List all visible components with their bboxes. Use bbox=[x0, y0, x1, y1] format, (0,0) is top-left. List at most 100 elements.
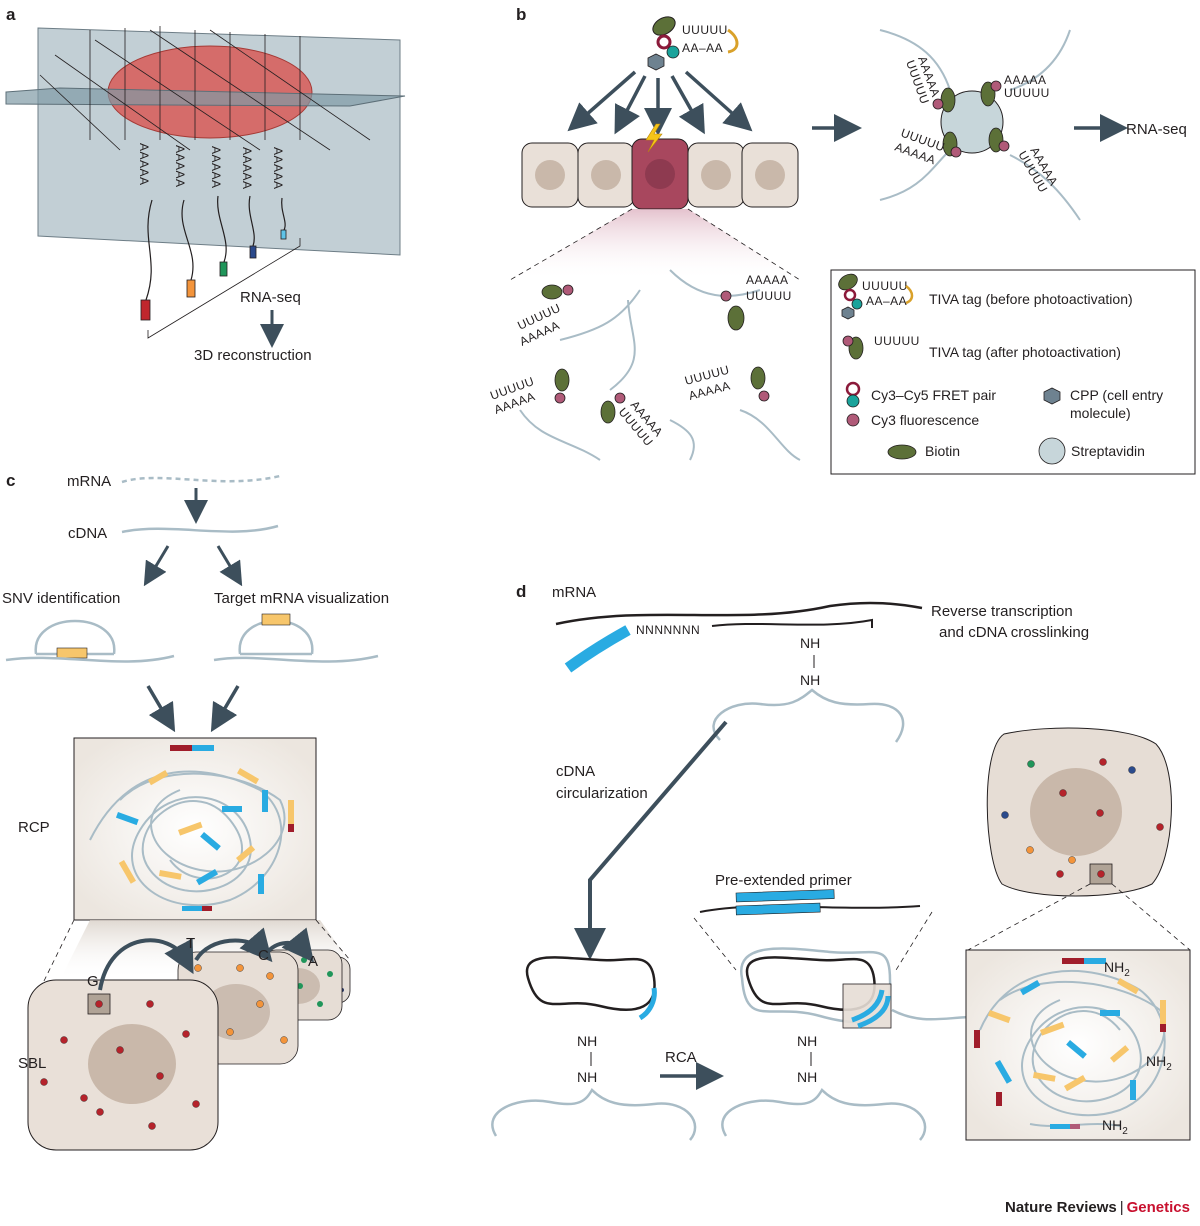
panel-a-letter: a bbox=[6, 5, 16, 24]
barcode-cyan bbox=[280, 229, 287, 240]
tiva-tag-aa: AA–AA bbox=[682, 41, 723, 55]
polya-read-3: AAAAA bbox=[209, 146, 223, 189]
svg-text:AAAAA: AAAAA bbox=[1004, 73, 1047, 87]
legend-tiva-before: TIVA tag (before photoactivation) bbox=[929, 291, 1133, 307]
journal-name: Nature Reviews bbox=[1005, 1199, 1117, 1216]
d-rcp-probes bbox=[974, 958, 1166, 1129]
d-matrix-1 bbox=[712, 688, 905, 743]
d-circular-cdna bbox=[525, 956, 656, 1011]
legend-fret: Cy3–Cy5 FRET pair bbox=[871, 387, 996, 403]
rcp-label: RCP bbox=[18, 819, 50, 836]
tiva-legend: UUUUU AA–AA TIVA tag (before photoactiva… bbox=[830, 269, 1196, 475]
panel-d-letter: d bbox=[516, 582, 526, 601]
polya-read-2: AAAAA bbox=[173, 145, 187, 188]
c-cdna-strand bbox=[121, 524, 279, 534]
panel-a: a AAAAA AAAAA AAAAA AAAAA AAAAA bbox=[5, 5, 406, 364]
svg-text:UUUUU: UUUUU bbox=[746, 289, 792, 303]
legend-streptavidin: Streptavidin bbox=[1071, 443, 1145, 459]
rca-label: RCA bbox=[665, 1049, 697, 1066]
journal-footer: Nature Reviews|Genetics bbox=[1005, 1199, 1190, 1216]
legend-cpp-2: molecule) bbox=[1070, 405, 1131, 421]
sbl-cycle-arrows bbox=[98, 927, 315, 991]
rcp-strands bbox=[89, 770, 286, 907]
d-matrix-3 bbox=[721, 1087, 927, 1141]
rt-label-1: Reverse transcription bbox=[931, 603, 1073, 620]
d-mrna-label: mRNA bbox=[552, 584, 596, 601]
cell-row bbox=[521, 123, 799, 210]
svg-text:AAAAA: AAAAA bbox=[746, 273, 789, 287]
padlock-target bbox=[213, 613, 379, 663]
barcode-red bbox=[140, 299, 151, 321]
legend-sym-after-u: UUUUU bbox=[874, 334, 920, 348]
nh2-right: NH2 bbox=[1146, 1053, 1172, 1073]
tiva-tag-u: UUUUU bbox=[682, 23, 728, 37]
pre-extended-label: Pre-extended primer bbox=[715, 872, 852, 889]
panel-c-letter: c bbox=[6, 471, 15, 490]
polya-read-1: AAAAA bbox=[137, 143, 151, 186]
c-arrow-target bbox=[216, 545, 243, 587]
circ-label-2: circularization bbox=[556, 785, 648, 802]
distribution-arrows bbox=[567, 70, 753, 136]
legend-biotin: Biotin bbox=[925, 443, 960, 459]
svg-text:UUUUU: UUUUU bbox=[1004, 86, 1050, 100]
legend-cpp-1: CPP (cell entry bbox=[1070, 387, 1163, 403]
lightning-icon bbox=[645, 123, 663, 153]
barcode-green bbox=[219, 261, 228, 277]
section-grid bbox=[39, 26, 371, 151]
journal-section: Genetics bbox=[1126, 1199, 1190, 1216]
target-label: Target mRNA visualization bbox=[214, 590, 389, 607]
barcode-orange bbox=[186, 279, 196, 298]
c-arrow-snv bbox=[143, 545, 170, 587]
base-t: T bbox=[186, 935, 195, 952]
nh-3-top: NH bbox=[797, 1033, 817, 1049]
d-rca-circle bbox=[745, 956, 876, 1011]
tiva-tag-top: UUUUU AA–AA bbox=[647, 16, 739, 71]
nh-3-bottom: NH bbox=[797, 1069, 817, 1085]
legend-sym-aa: AA–AA bbox=[866, 294, 907, 308]
legend-sym-u: UUUUU bbox=[862, 279, 908, 293]
nh-2-bottom: NH bbox=[577, 1069, 597, 1085]
base-c: C bbox=[258, 947, 269, 964]
legend-cy3: Cy3 fluorescence bbox=[871, 412, 979, 428]
nh2-top: NH2 bbox=[1104, 959, 1130, 979]
d-rcp-box bbox=[965, 949, 1191, 1141]
sbl-label: SBL bbox=[18, 1055, 46, 1072]
c-mrna-label: mRNA bbox=[67, 473, 111, 490]
d-cdna-strand bbox=[711, 618, 873, 628]
rt-label-2: and cDNA crosslinking bbox=[939, 624, 1089, 641]
d-primer-seq: NNNNNNN bbox=[636, 623, 700, 637]
nh-1-bottom: NH bbox=[800, 672, 820, 688]
legend-tiva-after: TIVA tag (after photoactivation) bbox=[929, 344, 1121, 360]
released-tags: UUUUU AAAAA AAAAA UUUUU UUUUU AAAAA AAAA… bbox=[488, 273, 792, 449]
zoom-region-b bbox=[510, 209, 800, 280]
snv-label: SNV identification bbox=[2, 590, 120, 607]
tissue-slice-plane-horizontal bbox=[5, 87, 406, 107]
barcode-navy bbox=[249, 245, 257, 259]
streptavidin-complex: AAAAA UUUUU AAAAA UUUUU UUUUU AAAAA AAAA… bbox=[879, 29, 1081, 221]
footer-separator: | bbox=[1119, 1199, 1124, 1216]
d-arrow-circularization bbox=[574, 720, 728, 960]
c-arrow-rcp-2 bbox=[210, 685, 240, 733]
d-circ-primer bbox=[638, 987, 657, 1021]
rna-seq-label-a: RNA-seq bbox=[240, 289, 301, 306]
d-cell bbox=[986, 727, 1172, 897]
nh2-bottom: NH2 bbox=[1102, 1117, 1128, 1137]
d-mrna-strand bbox=[555, 601, 923, 626]
reconstruction-label: 3D reconstruction bbox=[194, 347, 312, 364]
nh-2-top: NH bbox=[577, 1033, 597, 1049]
rcp-probes bbox=[115, 745, 294, 911]
panel-d: d mRNA NNNNNNN Reverse transcription and… bbox=[491, 582, 1191, 1141]
padlock-snv bbox=[5, 619, 175, 663]
c-arrow-rcp-1 bbox=[146, 685, 176, 733]
nh-1-top: NH bbox=[800, 635, 820, 651]
rna-seq-bracket bbox=[147, 238, 301, 339]
panel-b: b UUUUU AA–AA bbox=[488, 5, 1196, 475]
c-cdna-label: cDNA bbox=[68, 525, 107, 542]
polya-read-5: AAAAA bbox=[271, 147, 285, 190]
d-primer-block bbox=[564, 625, 631, 673]
base-g: G bbox=[87, 973, 99, 990]
barcode-strands bbox=[145, 195, 286, 301]
rna-seq-label-b: RNA-seq bbox=[1126, 121, 1187, 138]
polya-reads: AAAAA AAAAA AAAAA AAAAA AAAAA bbox=[137, 143, 285, 190]
